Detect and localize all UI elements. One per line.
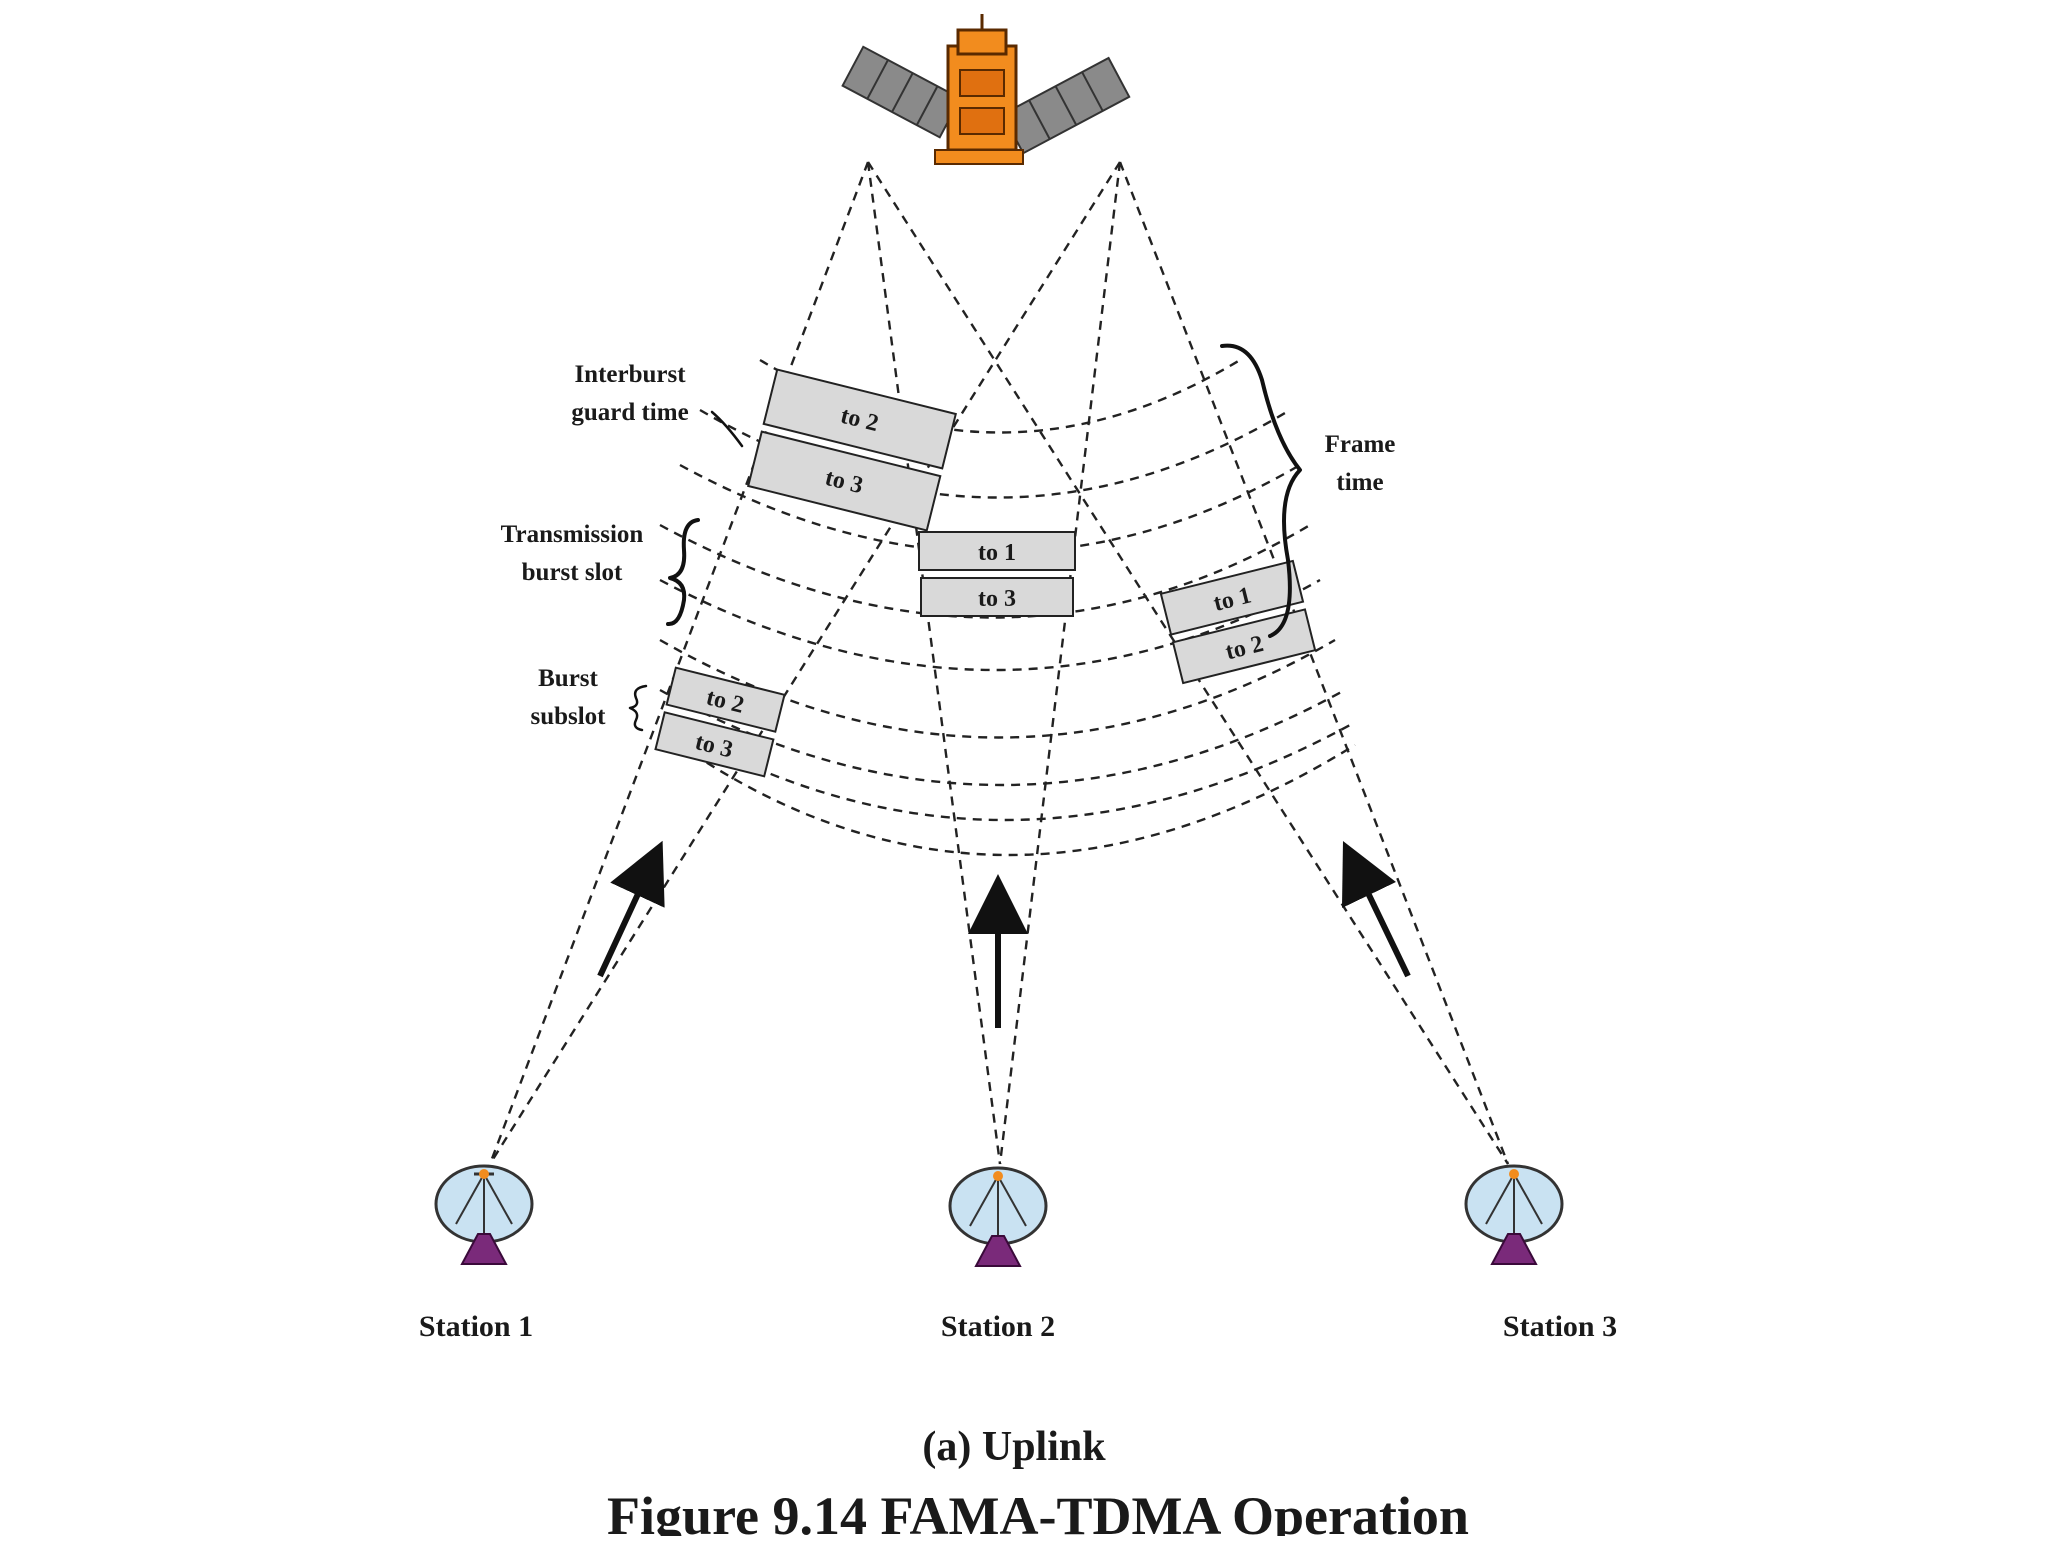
transmission-label: Transmission — [501, 521, 644, 548]
up-arrow-icon — [1341, 840, 1411, 978]
slot-label: to 3 — [978, 586, 1016, 612]
transmission-brace — [666, 518, 700, 626]
station-label-1: Station 1 — [419, 1310, 533, 1343]
frame-label: Frame — [1325, 431, 1396, 458]
frame-label: time — [1336, 469, 1383, 496]
dish-antenna-icon — [1464, 1164, 1564, 1265]
interburst-label: guard time — [571, 399, 688, 426]
station-label-3: Station 3 — [1503, 1310, 1617, 1343]
transmission-label: burst slot — [522, 559, 623, 586]
burst-brace — [628, 684, 648, 732]
frame-brace — [1220, 343, 1302, 638]
slot-group-1: to 2 to 3 — [747, 368, 957, 532]
subcaption: (a) Uplink — [922, 1424, 1106, 1470]
dish-antenna-icon — [434, 1164, 534, 1265]
slot-group-2: to 1 to 3 — [918, 531, 1076, 617]
satellite-icon — [841, 14, 1131, 165]
station-label-2: Station 2 — [941, 1310, 1055, 1343]
burst-label: Burst — [538, 665, 598, 692]
burst-label: subslot — [530, 703, 606, 730]
slot-label: to 1 — [978, 540, 1016, 566]
frame-arcs — [659, 358, 1356, 857]
dish-antenna-icon — [948, 1166, 1048, 1267]
interburst-label: Interburst — [574, 361, 686, 388]
slot-group-4: to 2 to 3 — [654, 666, 786, 778]
interburst-pointer — [710, 410, 744, 448]
up-arrow-icon — [597, 840, 665, 978]
figure-caption: Figure 9.14 FAMA-TDMA Operation — [607, 1486, 1469, 1536]
